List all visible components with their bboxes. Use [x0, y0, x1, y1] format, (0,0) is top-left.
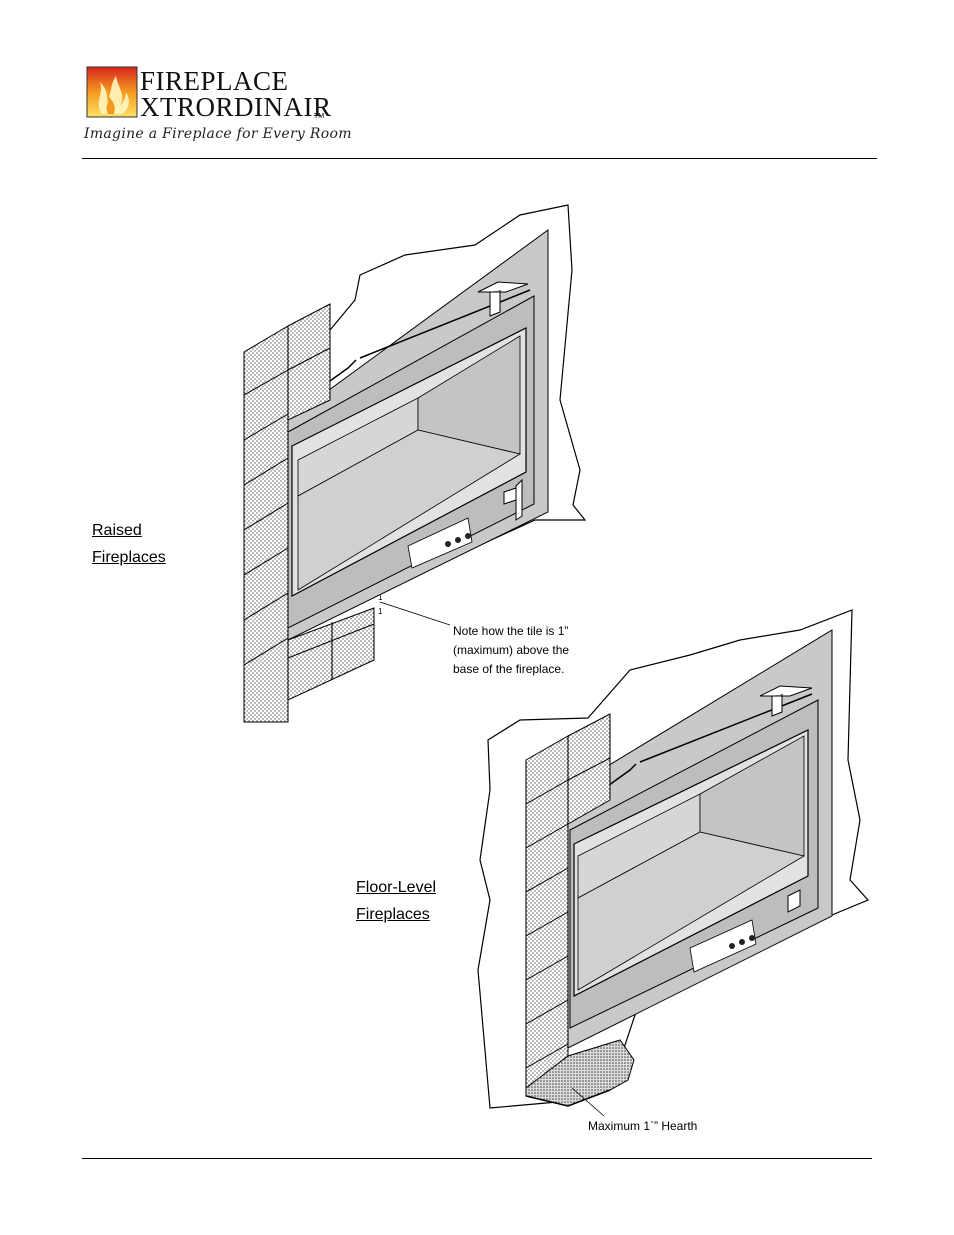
svg-text:1: 1	[378, 607, 383, 616]
raised-note-line2: (maximum) above the	[453, 643, 570, 657]
raised-label-line2: Fireplaces	[92, 549, 166, 566]
floor-controls	[689, 919, 757, 973]
brand-line-1: FIREPLACE	[140, 66, 289, 96]
header-divider	[82, 158, 877, 159]
trademark: TM	[314, 113, 325, 120]
floor-label-line2: Fireplaces	[356, 906, 430, 923]
tagline: Imagine a Fireplace for Every Room	[84, 126, 352, 142]
hearth-note: Maximum 1`” Hearth	[588, 1119, 698, 1133]
raised-controls	[407, 517, 473, 569]
raised-note-line3: base of the fireplace.	[453, 662, 565, 676]
raised-fireplace-drawing: 1 1	[243, 204, 587, 723]
floor-label-line1: Floor-Level	[356, 879, 437, 896]
floor-fireplace-drawing	[477, 609, 870, 1117]
flame-logo-icon	[86, 66, 138, 118]
raised-label-line1: Raised	[92, 522, 142, 539]
svg-text:1: 1	[378, 593, 383, 602]
raised-tiles	[243, 303, 375, 723]
raised-note-line1: Note how the tile is 1”	[453, 624, 569, 638]
floor-tiles	[525, 713, 611, 1089]
brand-line-2: XTRORDINAIR	[140, 92, 332, 122]
footer-divider	[82, 1158, 872, 1159]
